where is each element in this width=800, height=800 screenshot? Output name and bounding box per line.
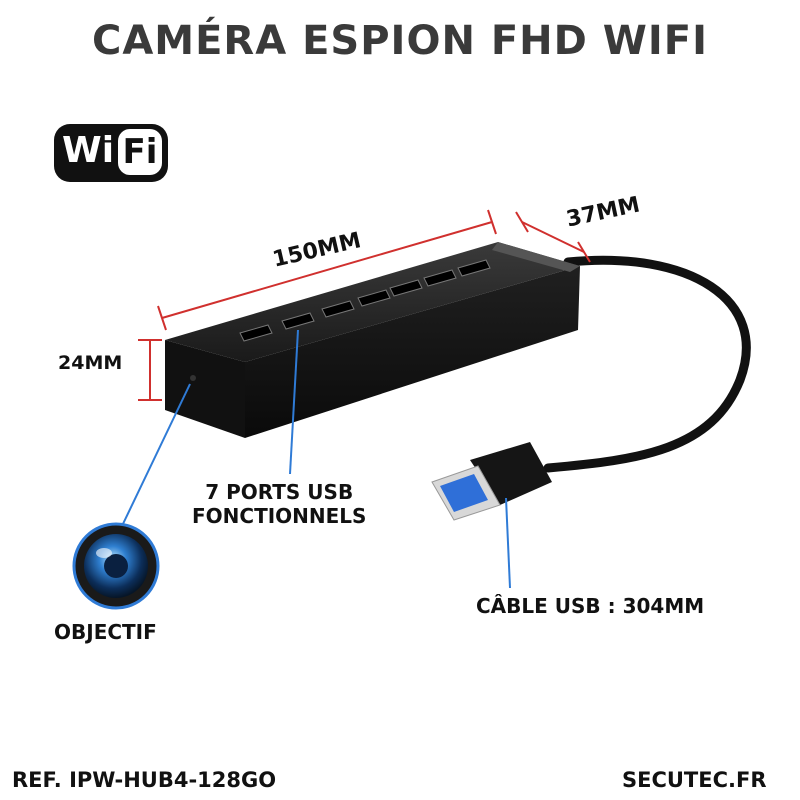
page-title: CAMÉRA ESPION FHD WIFI: [91, 18, 708, 64]
wifi-logo-right: Fi: [118, 129, 162, 175]
usb-port: [457, 259, 491, 277]
dimension-line-depth: [521, 221, 585, 253]
hub-side-face: [245, 266, 580, 438]
lens-callout: OBJECTIF: [54, 620, 157, 644]
website-name: SECUTEC.FR: [622, 768, 767, 792]
hub-end-cap: [492, 242, 580, 272]
callout-lines: [121, 329, 511, 589]
lens-icon: [72, 522, 160, 610]
usb-cable: [543, 255, 751, 473]
usb-port: [321, 300, 355, 318]
dimension-lines: [138, 209, 591, 401]
hub-front-face: [165, 340, 245, 438]
usb-ports: [239, 259, 491, 342]
usb-plug-insert: [440, 474, 488, 512]
usb-port: [281, 312, 315, 330]
usb-port: [423, 269, 457, 287]
wifi-logo: Wi Fi: [54, 124, 168, 182]
usb-port: [357, 289, 391, 307]
usb-port: [239, 324, 273, 342]
usb-port: [389, 279, 423, 297]
dimension-line-length: [161, 221, 493, 319]
cable-callout: CÂBLE USB : 304MM: [476, 594, 705, 618]
ports-callout-line1: 7 PORTS USB: [205, 480, 354, 504]
callout-line-ports: [289, 329, 299, 475]
product-reference: REF. IPW-HUB4-128GO: [12, 768, 277, 792]
wifi-logo-left: Wi: [62, 130, 115, 171]
ports-callout: 7 PORTS USB FONCTIONNELS: [192, 480, 366, 528]
hidden-lens-dot: [190, 375, 196, 381]
height-label: 24MM: [58, 352, 123, 374]
callout-line-lens: [121, 383, 191, 527]
callout-line-cable: [505, 497, 511, 589]
ports-callout-line2: FONCTIONNELS: [192, 504, 367, 528]
